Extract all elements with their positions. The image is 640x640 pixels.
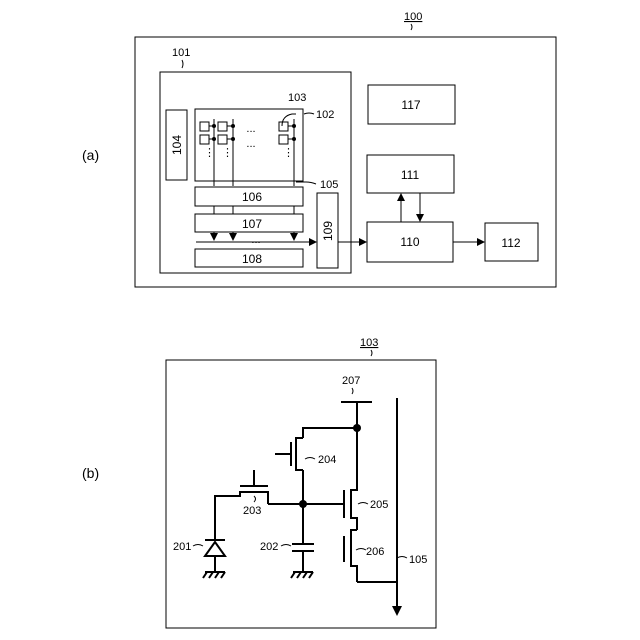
panel-b-caption: (b) [82, 465, 99, 481]
label-111: 111 [401, 168, 420, 182]
label-117: 117 [401, 98, 420, 112]
panel-b: (b) 103 [82, 337, 436, 628]
ground-symbol-pd [203, 572, 225, 578]
signal-line-arrow [392, 606, 402, 616]
label-105-a: 105 [320, 179, 338, 191]
leader-100 [411, 24, 412, 30]
leader-201 [193, 545, 203, 547]
column-lines-lower [214, 206, 294, 214]
leader-203 [254, 496, 256, 502]
label-201: 201 [173, 541, 191, 553]
ellipsis-v-2: ⋮ [222, 147, 233, 159]
ground-symbol-cap [291, 572, 313, 578]
label-205: 205 [370, 499, 388, 511]
ellipsis-v-3: ⋮ [283, 147, 294, 159]
pixel-box-103 [166, 360, 436, 628]
label-101: 101 [172, 47, 190, 59]
label-103-b: 103 [360, 337, 378, 349]
channel-206 [351, 530, 357, 582]
panel-a: (a) 100 101 104 102 103 [82, 11, 556, 287]
leader-103-b [371, 350, 372, 356]
ellipsis-row-1: ... [246, 123, 255, 135]
label-107: 107 [242, 217, 262, 231]
leader-105-a [296, 182, 316, 184]
ellipsis-bus: ... [251, 234, 260, 246]
label-108: 108 [242, 252, 262, 266]
label-104: 104 [170, 135, 184, 155]
label-202: 202 [260, 541, 278, 553]
label-206: 206 [366, 546, 384, 558]
leader-204 [305, 458, 315, 460]
leader-206 [356, 549, 366, 551]
leader-207 [352, 388, 353, 394]
label-109: 109 [321, 221, 335, 241]
channel-205 [351, 428, 357, 530]
label-112: 112 [501, 236, 520, 250]
channel-203 [215, 492, 268, 504]
label-207: 207 [342, 375, 360, 387]
ellipsis-row-2: ... [246, 138, 255, 150]
channel-204 [296, 438, 303, 470]
panel-a-caption: (a) [82, 147, 99, 163]
label-106: 106 [242, 190, 262, 204]
ellipsis-v-1: ⋮ [204, 147, 215, 159]
leader-101 [182, 60, 183, 68]
label-105-b: 105 [409, 554, 427, 566]
label-204: 204 [318, 454, 336, 466]
label-110: 110 [400, 235, 419, 249]
label-103-a: 103 [288, 92, 306, 104]
leader-205 [358, 503, 368, 505]
leader-105-b [397, 557, 407, 559]
label-102: 102 [316, 109, 334, 121]
leader-202 [281, 545, 291, 547]
label-203: 203 [243, 505, 261, 517]
leader-102 [304, 113, 314, 114]
label-100: 100 [404, 11, 422, 23]
photodiode-201 [205, 540, 225, 556]
